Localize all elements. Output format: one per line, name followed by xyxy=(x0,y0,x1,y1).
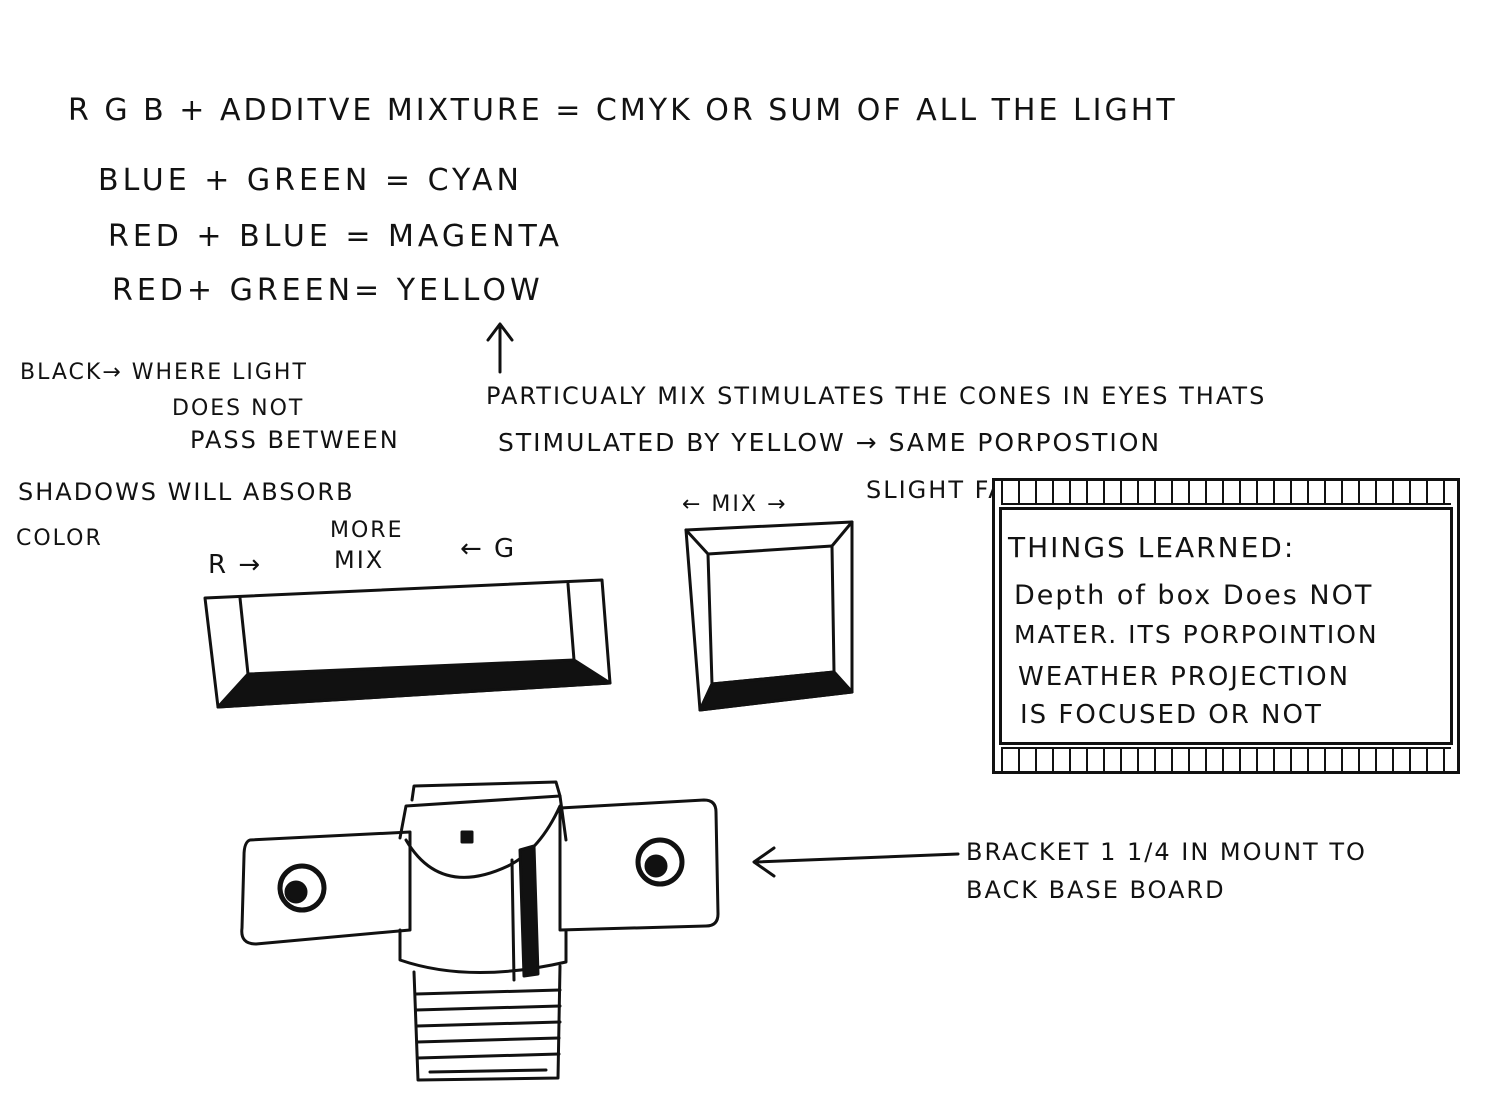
wide-box-drawing xyxy=(203,578,612,709)
bracket-drawing xyxy=(240,780,720,1082)
mix-line-red-green: RED+ GREEN= YEllOW xyxy=(112,273,544,308)
cones-note-line1: PARTICUAly MIX STIMUlATES THE CONES IN E… xyxy=(486,382,1267,410)
shadows-note-line1: SHADOWS WILL ABSORB xyxy=(18,478,355,506)
black-note-line1: BlACK→ WHERE lIght xyxy=(20,360,308,385)
card-top-border xyxy=(1001,481,1451,505)
mix-arrow-label: ← MIX → xyxy=(682,492,788,517)
r-label: R → xyxy=(208,550,263,580)
bracket-note-line1: BRACKET 1 1/4 IN MOUNT TO xyxy=(966,838,1367,866)
things-learned-line4: IS FOCUSED OR NOT xyxy=(1020,700,1323,730)
mix-line-red-blue: RED + BlUE = MAgENTA xyxy=(108,219,564,254)
shadows-note-line2: COLOR xyxy=(16,526,103,551)
mix-line-blue-green: BlUE + GREEN = CYAN xyxy=(98,163,523,198)
up-arrow-icon xyxy=(486,322,514,374)
square-box-drawing xyxy=(684,520,854,712)
black-note-line3: PASS BETWEEN xyxy=(190,426,400,454)
things-learned-line3: WEATHER PROJECTION xyxy=(1018,662,1351,692)
mix-label: MIX xyxy=(334,546,385,574)
header-line: R G B + ADDITVE MIXTURE = CMYK OR SUM OF… xyxy=(68,93,1178,128)
g-label: ← G xyxy=(460,534,517,564)
things-learned-line1: Depth of box Does NOT xyxy=(1014,580,1374,611)
left-arrow-icon xyxy=(752,846,960,878)
things-learned-card xyxy=(992,478,1460,774)
things-learned-line2: MATER. ITS PORPOINTION xyxy=(1014,620,1379,649)
card-inner-frame xyxy=(999,507,1453,745)
cones-note-line2: STIMUlATED BY YEllOW → SAME PORPOSTION xyxy=(498,428,1162,457)
black-note-line2: DOES NOT xyxy=(172,396,305,421)
bracket-note-line2: BACK BASE BOARD xyxy=(966,876,1226,904)
card-bottom-border xyxy=(1001,747,1451,771)
things-learned-title: THINGS lEARNED: xyxy=(1008,531,1296,564)
more-label: MORE xyxy=(330,518,404,543)
